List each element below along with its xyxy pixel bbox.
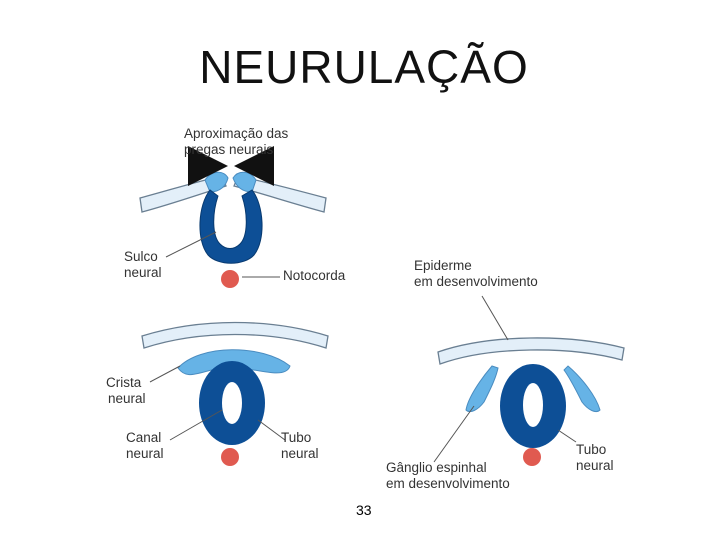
- ganglion-label-line2: em desenvolvimento: [386, 476, 510, 491]
- neural-fold-left: [204, 171, 229, 193]
- page-number: 33: [356, 502, 372, 518]
- fold-approach-label-line2: pregas neurais: [184, 142, 274, 157]
- canal-label-line1: Canal: [126, 430, 162, 445]
- epidermis-label-line1: Epiderme: [414, 258, 472, 273]
- stage3-spinal-ganglion: [433, 295, 625, 466]
- fold-approach-label-line1: Aproximação das: [184, 126, 289, 141]
- notochord: [523, 448, 541, 466]
- groove-label-line2: neural: [124, 265, 162, 280]
- notochord: [221, 448, 239, 466]
- ganglion-left: [465, 365, 499, 413]
- tube3-label-line2: neural: [576, 458, 614, 473]
- crest-label-line1: Crista: [106, 375, 142, 390]
- notochord: [221, 270, 239, 288]
- slide-title: NEURULAÇÃO: [199, 41, 529, 93]
- tube-label-line2: neural: [281, 446, 319, 461]
- tube3-label-line1: Tubo: [576, 442, 607, 457]
- epidermis-label-line2: em desenvolvimento: [414, 274, 538, 289]
- ectoderm-sheet: [141, 321, 329, 349]
- ganglion-right: [563, 365, 601, 413]
- canal-label-line2: neural: [126, 446, 164, 461]
- crest-label-line2: neural: [108, 391, 146, 406]
- ganglion-label-line1: Gânglio espinhal: [386, 460, 487, 475]
- neural-canal: [523, 383, 543, 427]
- tube-label-line1: Tubo: [281, 430, 312, 445]
- notochord-label: Notocorda: [283, 268, 346, 283]
- neural-fold-right: [232, 171, 257, 193]
- groove-label-line1: Sulco: [124, 249, 158, 264]
- epidermis-sheet: [437, 337, 625, 365]
- stage1-neural-groove: [139, 146, 327, 288]
- neural-groove: [199, 189, 263, 264]
- stage2-neural-tube: [141, 321, 329, 466]
- neural-canal: [222, 382, 242, 424]
